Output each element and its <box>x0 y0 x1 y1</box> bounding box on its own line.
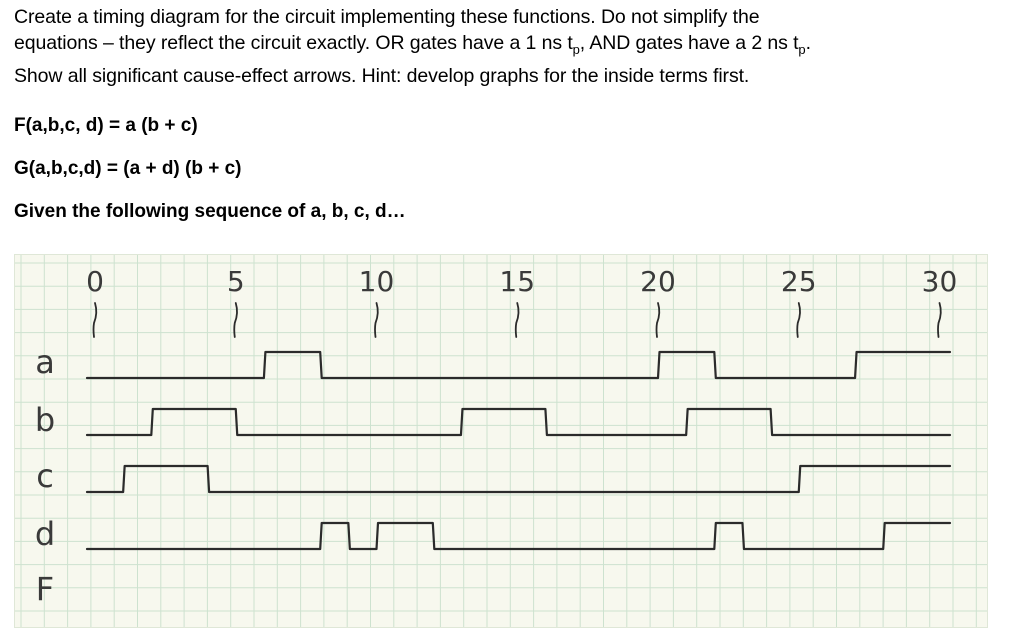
signal-label-F: F <box>36 570 54 608</box>
time-tick-mark <box>796 302 801 338</box>
problem-statement: Create a timing diagram for the circuit … <box>14 4 1004 89</box>
instructions-line-2-end: . <box>805 32 811 54</box>
time-label: 30 <box>922 265 958 298</box>
time-tick-mark <box>937 302 942 338</box>
waveform-b <box>85 407 952 437</box>
waveform-d <box>85 521 952 551</box>
instructions-line-2-mid: , AND gates have a 2 ns t <box>579 32 799 54</box>
waveform-c <box>85 464 952 494</box>
time-label: 15 <box>499 265 535 298</box>
waveforms <box>85 350 952 551</box>
time-label: 20 <box>640 265 676 298</box>
tp-subscript: p <box>572 41 580 57</box>
time-tick-mark <box>92 302 98 338</box>
instructions-paragraph: Create a timing diagram for the circuit … <box>14 4 1004 89</box>
signal-label-d: d <box>35 515 55 553</box>
time-labels: 0 5 10 15 20 25 30 <box>86 265 957 298</box>
sequence-heading: Given the following sequence of a, b, c,… <box>14 201 406 222</box>
waveform-a <box>85 350 952 380</box>
equation-f: F(a,b,c, d) = a (b + c) <box>14 115 198 136</box>
time-tick-mark <box>655 302 661 338</box>
time-label: 0 <box>86 265 104 298</box>
instructions-line-2: equations – they reflect the circuit exa… <box>14 30 1004 63</box>
time-label: 25 <box>781 265 817 298</box>
signal-label-a: a <box>35 343 55 381</box>
tp-subscript-2: p <box>798 41 806 57</box>
graph-paper-grid <box>15 255 987 627</box>
time-ticks <box>92 302 942 338</box>
equation-g: G(a,b,c,d) = (a + d) (b + c) <box>14 158 242 179</box>
time-label: 10 <box>359 265 395 298</box>
instructions-line-3: Show all significant cause-effect arrows… <box>14 64 750 87</box>
signal-label-b: b <box>35 401 55 439</box>
instructions-line-2-start: equations – they reflect the circuit exa… <box>14 32 573 54</box>
time-label: 5 <box>227 265 245 298</box>
time-tick-mark <box>233 302 238 338</box>
instructions-line-1: Create a timing diagram for the circuit … <box>14 6 760 28</box>
time-tick-mark <box>374 302 379 338</box>
signal-label-c: c <box>36 457 54 495</box>
time-tick-mark <box>514 302 520 338</box>
